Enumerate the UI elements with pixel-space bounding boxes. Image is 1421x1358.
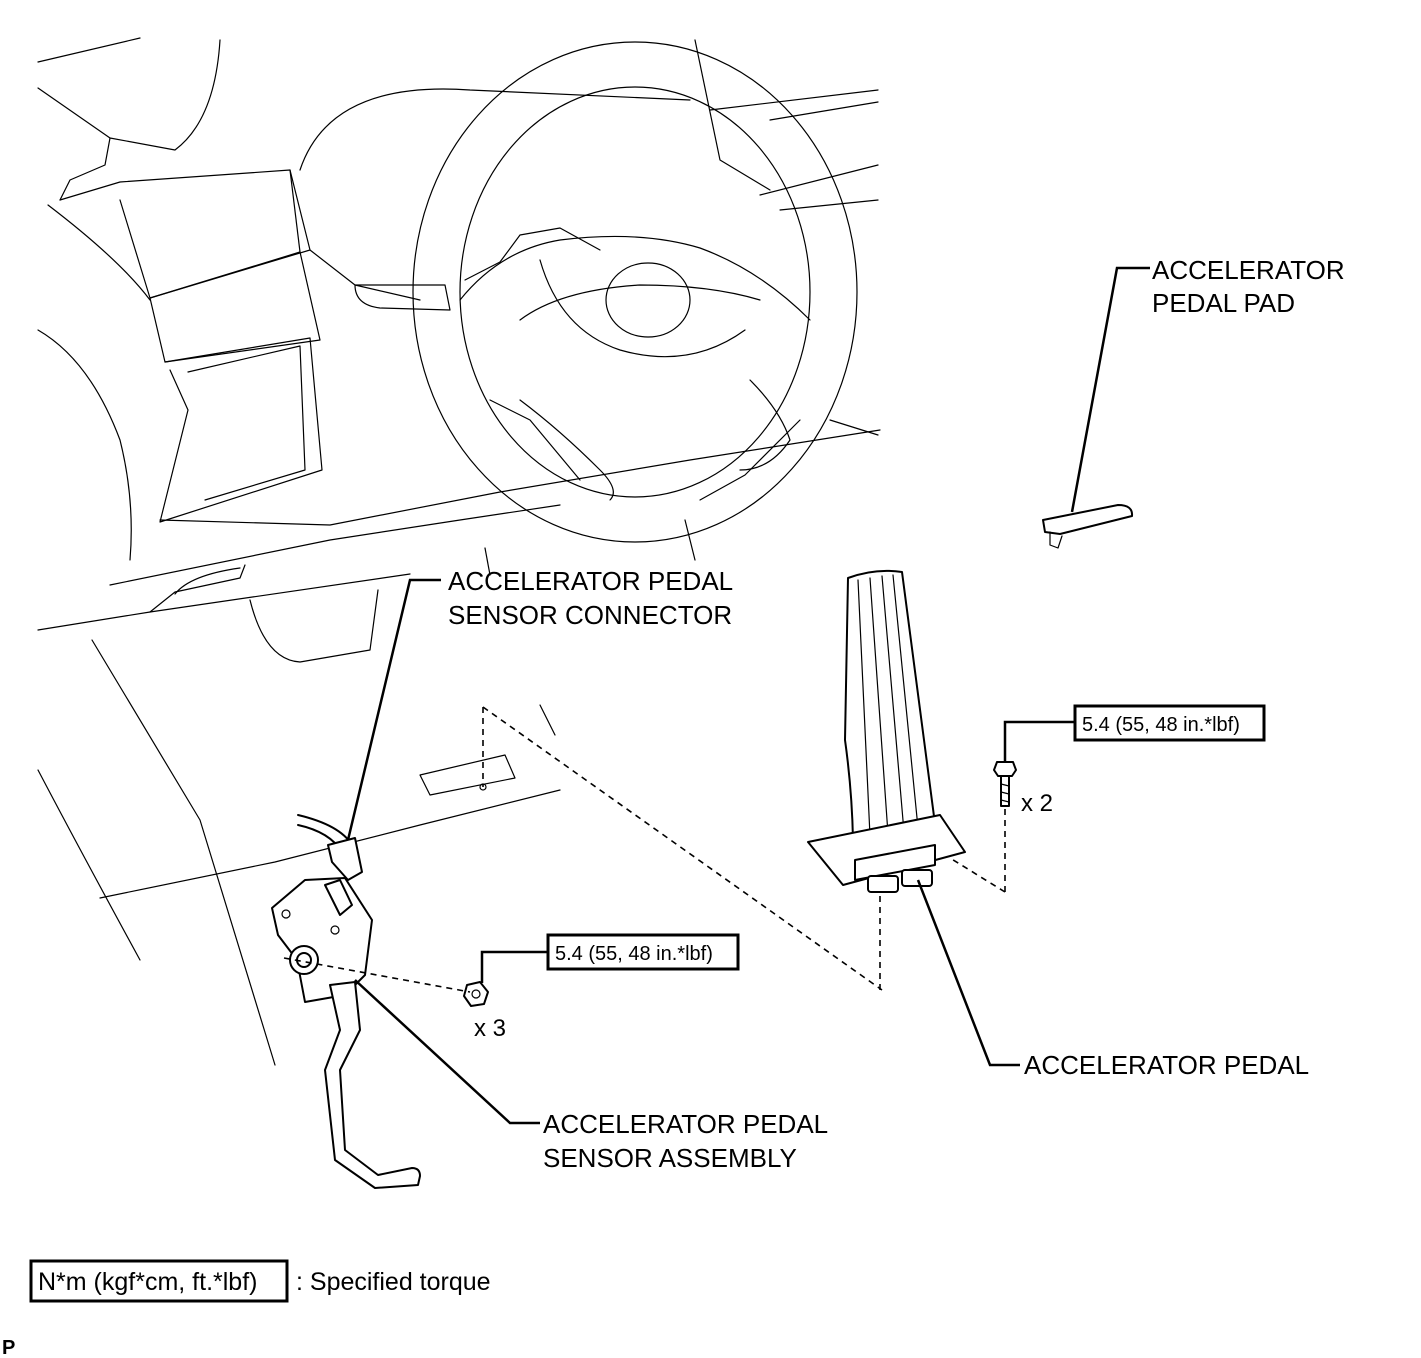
sensor-assembly-label-line-2: SENSOR ASSEMBLY [543, 1143, 797, 1173]
label-accelerator-pedal: ACCELERATOR PEDAL [1024, 1050, 1309, 1080]
torque-value-pedal-bolt: 5.4 (55, 48 in.*lbf) [1082, 714, 1240, 736]
legend-description: : Specified torque [296, 1268, 491, 1296]
label-sensor-connector: ACCELERATOR PEDAL SENSOR CONNECTOR [448, 566, 733, 630]
steering-wheel [412, 41, 858, 543]
label-sensor-assembly: ACCELERATOR PEDAL SENSOR ASSEMBLY [543, 1109, 828, 1173]
pedal-bolt [993, 761, 1017, 807]
corner-mark: P [2, 1337, 15, 1358]
sensor-nut [463, 981, 489, 1007]
torque-value-sensor-nut: 5.4 (55, 48 in.*lbf) [555, 943, 713, 965]
torque-callout-pedal-bolt: 5.4 (55, 48 in.*lbf) [1073, 704, 1266, 742]
label-accelerator-pedal-pad: ACCELERATOR PEDAL PAD [1152, 255, 1345, 318]
accelerator-pedal-sensor-assembly [271, 877, 421, 1189]
accelerator-pedal-pad [1042, 504, 1134, 549]
quantity-pedal-bolt: x 2 [1021, 790, 1053, 817]
pedal-pad-label-line-1: ACCELERATOR [1152, 255, 1345, 285]
accelerator-pedal-sensor-connector [297, 814, 363, 881]
legend-unit-box: N*m (kgf*cm, ft.*lbf) [38, 1268, 257, 1296]
alignment-lines [283, 706, 1006, 993]
sensor-assembly-label-line-1: ACCELERATOR PEDAL [543, 1109, 828, 1139]
torque-legend: N*m (kgf*cm, ft.*lbf) : Specified torque [29, 1259, 491, 1303]
quantity-sensor-nut: x 3 [474, 1015, 506, 1042]
sensor-connector-label-line-2: SENSOR CONNECTOR [448, 600, 732, 630]
leader-lines [346, 266, 1150, 1125]
accelerator-pedal-label: ACCELERATOR PEDAL [1024, 1050, 1309, 1080]
pedal-pad-label-line-2: PEDAL PAD [1152, 288, 1295, 318]
sensor-connector-label-line-1: ACCELERATOR PEDAL [448, 566, 733, 596]
accelerator-pedal [807, 569, 966, 893]
torque-callout-sensor-nut: 5.4 (55, 48 in.*lbf) [546, 933, 740, 971]
dashboard-background [37, 37, 881, 1066]
